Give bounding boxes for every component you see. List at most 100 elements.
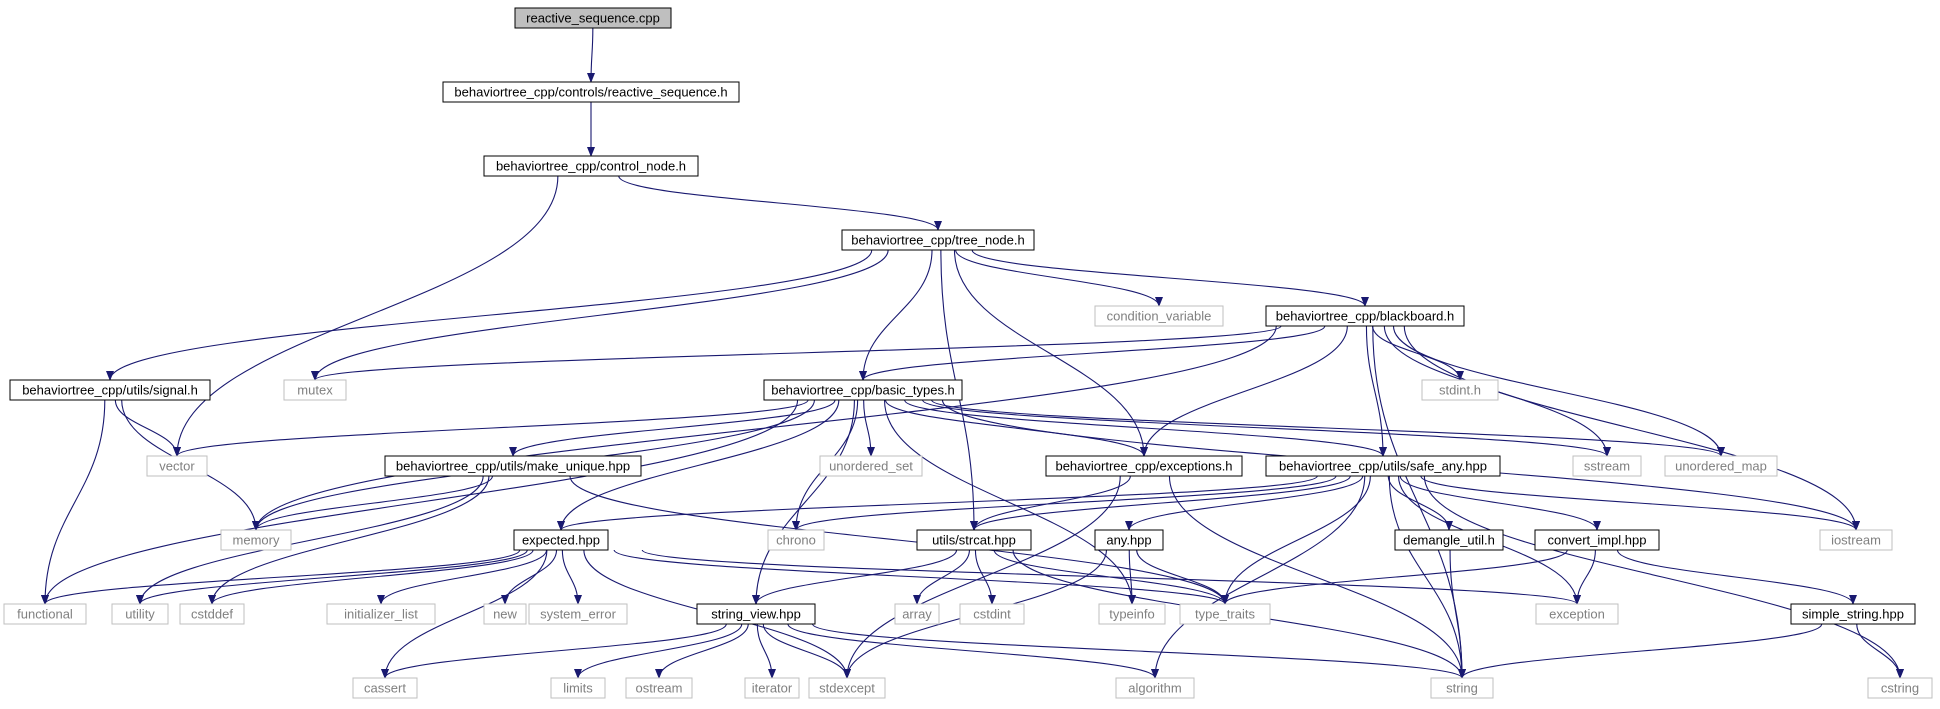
- node-strcat_hpp[interactable]: utils/strcat.hpp: [916, 529, 1032, 551]
- edge-convert_impl_hpp-to-type_traits: [1221, 549, 1568, 605]
- node-box: [1819, 529, 1893, 551]
- edge-strcat_hpp-to-type_traits: [993, 549, 1229, 605]
- node-box: [220, 529, 292, 551]
- node-label: reactive_sequence.cpp: [526, 11, 660, 26]
- edge-make_unique_hpp-to-cstddef: [208, 475, 490, 605]
- node-box: [696, 603, 816, 625]
- node-label: limits: [563, 681, 593, 696]
- edge-reactive_sequence_cpp-to-controls_reactive_sequence_h: [587, 27, 596, 83]
- node-label: cstring: [1881, 681, 1919, 696]
- node-unordered_set: unordered_set: [819, 455, 923, 477]
- edge-expected_hpp-to-initializer_list: [377, 549, 548, 605]
- node-box: [179, 603, 245, 625]
- node-box: [916, 529, 1032, 551]
- node-cstring: cstring: [1867, 677, 1933, 699]
- node-reactive_sequence_cpp[interactable]: reactive_sequence.cpp: [514, 7, 672, 29]
- node-box: [1179, 603, 1271, 625]
- node-box: [763, 379, 963, 401]
- edge-string_view_hpp-to-ostream: [655, 623, 749, 679]
- node-control_node_h[interactable]: behaviortree_cpp/control_node.h: [483, 155, 699, 177]
- node-label: convert_impl.hpp: [1548, 533, 1647, 548]
- node-blackboard_h[interactable]: behaviortree_cpp/blackboard.h: [1265, 305, 1465, 327]
- edge-simple_string_hpp-to-cstring: [1856, 623, 1904, 679]
- node-label: algorithm: [1128, 681, 1181, 696]
- node-box: [528, 603, 628, 625]
- node-simple_string_hpp[interactable]: simple_string.hpp: [1790, 603, 1916, 625]
- node-label: stdexcept: [819, 681, 875, 696]
- node-label: sstream: [1584, 459, 1630, 474]
- node-ostream: ostream: [625, 677, 693, 699]
- node-expected_hpp[interactable]: expected.hpp: [513, 529, 609, 551]
- node-box: [819, 455, 923, 477]
- edge-convert_impl_hpp-to-simple_string_hpp: [1616, 549, 1857, 605]
- node-box: [513, 529, 609, 551]
- edge-expected_hpp-to-utility: [136, 549, 528, 605]
- node-convert_impl_hpp[interactable]: convert_impl.hpp: [1534, 529, 1660, 551]
- edge-control_node_h-to-vector: [173, 175, 559, 457]
- node-box: [1098, 603, 1166, 625]
- node-cstdint: cstdint: [959, 603, 1025, 625]
- edge-demangle_util_h-to-string: [1449, 549, 1466, 679]
- edge-make_unique_hpp-to-memory: [252, 475, 493, 531]
- node-utility: utility: [111, 603, 169, 625]
- node-algorithm: algorithm: [1115, 677, 1195, 699]
- node-sstream: sstream: [1572, 455, 1642, 477]
- edge-any_hpp-to-typeinfo: [1127, 549, 1136, 605]
- edge-make_unique_hpp-to-type_traits: [569, 475, 1229, 605]
- node-exceptions_h[interactable]: behaviortree_cpp/exceptions.h: [1045, 455, 1243, 477]
- edge-string_view_hpp-to-iterator: [756, 623, 776, 679]
- node-label: chrono: [776, 533, 816, 548]
- node-label: cstddef: [191, 607, 233, 622]
- node-tree_node_h[interactable]: behaviortree_cpp/tree_node.h: [841, 229, 1035, 251]
- node-any_hpp[interactable]: any.hpp: [1094, 529, 1164, 551]
- node-controls_reactive_sequence_h[interactable]: behaviortree_cpp/controls/reactive_seque…: [442, 81, 740, 103]
- node-safe_any_hpp[interactable]: behaviortree_cpp/utils/safe_any.hpp: [1265, 455, 1501, 477]
- node-box: [1421, 379, 1499, 401]
- edge-safe_any_hpp-to-convert_impl_hpp: [1399, 475, 1601, 531]
- node-label: string_view.hpp: [711, 607, 801, 622]
- edge-string_view_hpp-to-algorithm: [787, 623, 1159, 679]
- node-box: [1045, 455, 1243, 477]
- edge-blackboard_h-to-iostream: [1403, 325, 1860, 531]
- node-label: vector: [159, 459, 195, 474]
- node-box: [1265, 455, 1501, 477]
- edge-basic_types_h-to-make_unique_hpp: [509, 399, 836, 457]
- edge-blackboard_h-to-exceptions_h: [1140, 325, 1348, 457]
- node-vector: vector: [146, 455, 208, 477]
- node-iostream: iostream: [1819, 529, 1893, 551]
- node-label: behaviortree_cpp/tree_node.h: [851, 233, 1024, 248]
- node-unordered_map: unordered_map: [1664, 455, 1778, 477]
- node-label: behaviortree_cpp/exceptions.h: [1055, 459, 1232, 474]
- node-box: [442, 81, 740, 103]
- node-signal_h[interactable]: behaviortree_cpp/utils/signal.h: [9, 379, 211, 401]
- node-box: [384, 455, 642, 477]
- edge-blackboard_h-to-stdint_h: [1372, 325, 1464, 381]
- edge-blackboard_h-to-safe_any_hpp: [1365, 325, 1387, 457]
- node-label: exception: [1549, 607, 1605, 622]
- edge-string_view_hpp-to-cassert: [381, 623, 727, 679]
- node-label: utility: [125, 607, 155, 622]
- node-box: [744, 677, 800, 699]
- node-basic_types_h[interactable]: behaviortree_cpp/basic_types.h: [763, 379, 963, 401]
- node-label: behaviortree_cpp/basic_types.h: [771, 383, 955, 398]
- node-demangle_util_h[interactable]: demangle_util.h: [1394, 529, 1504, 551]
- node-box: [1115, 677, 1195, 699]
- edge-control_node_h-to-tree_node_h: [618, 175, 942, 231]
- edge-expected_hpp-to-cassert: [381, 549, 548, 679]
- edge-basic_types_h-to-typeinfo: [883, 399, 1136, 605]
- edge-basic_types_h-to-safe_any_hpp: [904, 399, 1387, 457]
- edge-basic_types_h-to-functional: [41, 399, 799, 605]
- node-label: cstdint: [973, 607, 1011, 622]
- node-string: string: [1430, 677, 1494, 699]
- edge-basic_types_h-to-unordered_map: [931, 399, 1725, 457]
- node-box: [352, 677, 418, 699]
- node-box: [625, 677, 693, 699]
- node-box: [483, 603, 527, 625]
- node-label: behaviortree_cpp/blackboard.h: [1276, 309, 1455, 324]
- node-make_unique_hpp[interactable]: behaviortree_cpp/utils/make_unique.hpp: [384, 455, 642, 477]
- node-box: [283, 379, 347, 401]
- node-label: condition_variable: [1107, 309, 1212, 324]
- node-label: unordered_map: [1675, 459, 1767, 474]
- node-string_view_hpp[interactable]: string_view.hpp: [696, 603, 816, 625]
- node-condition_variable: condition_variable: [1094, 305, 1224, 327]
